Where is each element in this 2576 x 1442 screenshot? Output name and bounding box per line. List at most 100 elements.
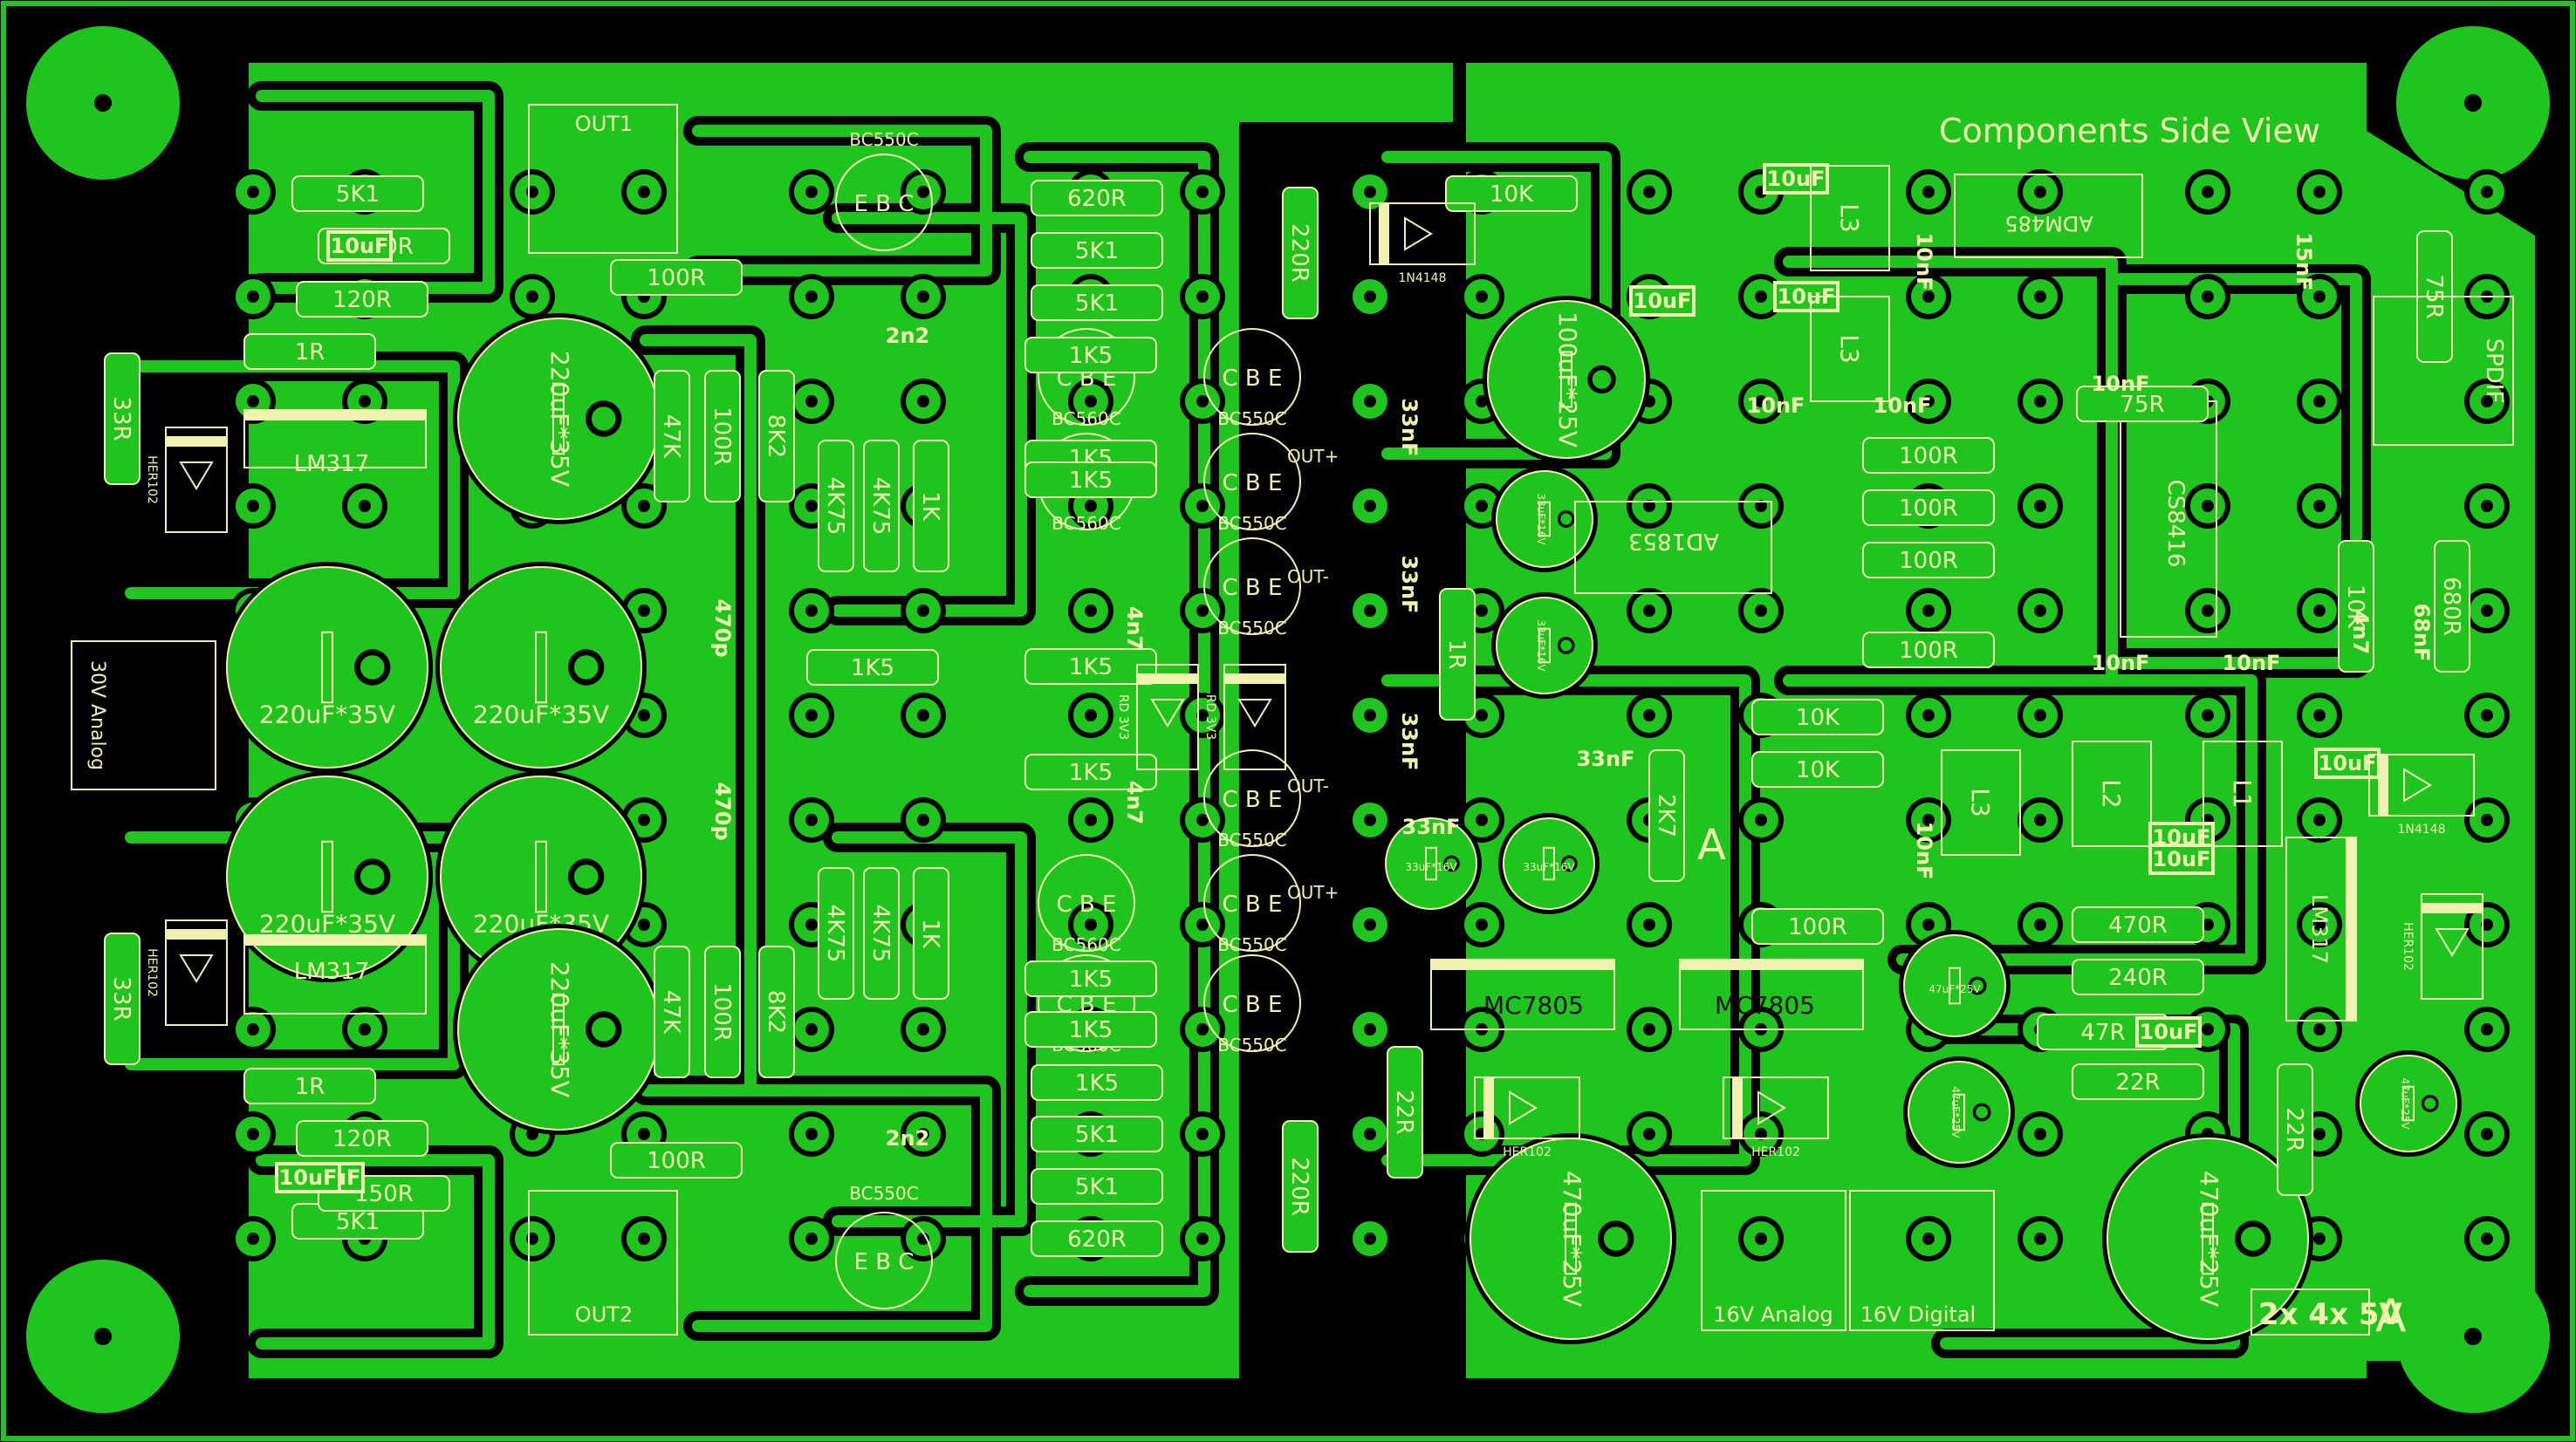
small-capacitor: 10nF (1912, 233, 1936, 291)
capacitor-value: 220uF*35V (545, 961, 574, 1097)
small-capacitor: 33nF (1397, 713, 1422, 771)
capacitor-value: 220uF*35V (259, 700, 395, 728)
capacitor-value: 10uF (1634, 289, 1692, 313)
transistor-label: BC550C (849, 129, 918, 150)
ic-label: LM317 (2307, 894, 2332, 964)
small-capacitor: 10uF (275, 1162, 341, 1193)
sizing-note-box: 2x 4x 5V (2251, 1288, 2403, 1336)
resistor-value: 100R (647, 1148, 706, 1174)
resistor: 220R (1282, 1120, 1319, 1253)
transistor-pins: C B E (1057, 892, 1117, 918)
resistor: 4K75 (863, 440, 900, 572)
resistor: 33R (104, 352, 140, 485)
resistor: 5K1 (1031, 284, 1163, 321)
capacitor-value: 10uF (2140, 1020, 2198, 1044)
connector-label: 16V Analog (1713, 1302, 1833, 1327)
resistor: 47K (654, 370, 690, 502)
resistor-value: 22R (1391, 1090, 1417, 1134)
resistor-value: 1K5 (1069, 468, 1113, 494)
small-capacitor: 33nF (1577, 747, 1635, 771)
small-capacitor: 10uF (1763, 163, 1829, 195)
capacitor-value: 33nF (1397, 399, 1422, 457)
resistor: 1R (243, 333, 376, 370)
capacitor-value: 470uF*25V (2195, 1171, 2223, 1307)
small-capacitor: 33nF (1397, 399, 1422, 457)
resistor: 5K1 (291, 1203, 424, 1240)
capacitor-value: 33uF*16V (1535, 619, 1547, 672)
resistor: 5K1 (1031, 1168, 1163, 1205)
capacitor-value: 470uF*25V (1558, 1171, 1586, 1307)
small-capacitor: 33nF (1397, 556, 1422, 614)
connector-30v-analog: 30V Analog (71, 640, 216, 790)
electrolytic-capacitor: 47uF*25V (1899, 930, 2011, 1042)
resistor-value: 47K (658, 414, 684, 459)
resistor: 1K (913, 867, 949, 1000)
resistor: 10K (1751, 751, 1884, 788)
connector-out2: OUT2 (528, 1190, 678, 1336)
inductor-label: L3 (1835, 203, 1864, 232)
resistor-value: 22R (2281, 1107, 2307, 1152)
resistor: 4K75 (863, 867, 900, 1000)
resistor-value: 100R (709, 982, 735, 1042)
resistor: 5K1 (291, 175, 424, 212)
electrolytic-capacitor: 47uF*25V (1903, 1056, 2015, 1168)
capacitor-value: 10nF (1747, 393, 1805, 418)
diode: HER102 (1474, 1076, 1580, 1159)
resistor-value: 4K75 (867, 477, 894, 536)
resistor: 10K (1751, 699, 1884, 735)
capacitor-value: 10nF (1912, 822, 1936, 880)
ic-mc7805-a: MC7805 (1430, 959, 1615, 1030)
resistor: 100R (1862, 542, 1995, 578)
board-title: Components Side View (1939, 112, 2320, 150)
resistor-value: 1K5 (1075, 1070, 1119, 1097)
resistor-value: 47R (2080, 1020, 2125, 1046)
diode-label: HER102 (145, 948, 159, 997)
resistor: 22R (1387, 1046, 1423, 1179)
transistor-label: BC550C (1217, 934, 1286, 955)
resistor-value: 47K (658, 990, 684, 1035)
resistor: 1R (243, 1068, 376, 1104)
small-capacitor: 4n7 (1122, 606, 1147, 650)
inductor-label: L2 (2097, 779, 2126, 808)
sizing-note: 2x 4x 5V (2258, 1297, 2403, 1332)
inductor: L2 (2072, 741, 2152, 847)
capacitor-value: 10uF (2319, 751, 2377, 776)
diode: HER102 (145, 919, 228, 1026)
capacitor-value: 68nF (2409, 604, 2434, 662)
diode: 1N4148 (2368, 754, 2475, 837)
capacitor-value: 2n2 (886, 324, 929, 348)
electrolytic-capacitor: 470uF*25V (1465, 1133, 1676, 1344)
capacitor-value: 33nF (1397, 556, 1422, 614)
small-capacitor: 10nF (2223, 651, 2281, 675)
capacitor-value: 4n7 (1122, 781, 1147, 824)
capacitor-value: 220uF*35V (473, 700, 609, 728)
resistor: 1K5 (1024, 648, 1157, 685)
resistor-value: 100R (1899, 548, 1958, 574)
resistor-value: 220R (1286, 1157, 1312, 1216)
ic-label: LM317 (294, 959, 370, 985)
resistor-value: 1K5 (1069, 967, 1113, 993)
capacitor-value: 33nF (1577, 747, 1635, 771)
connector-label: OUT2 (575, 1302, 633, 1327)
ic-adm485: ADM485 (1954, 174, 2143, 258)
small-capacitor: 2n2 (886, 324, 929, 348)
electrolytic-capacitor: 100uF*25V (1483, 296, 1650, 463)
electrolytic-capacitor: 33uF*16V (1498, 813, 1600, 914)
resistor: 1K5 (1024, 754, 1157, 790)
marker-a-center: A (1697, 821, 1726, 870)
electrolytic-capacitor: 33uF*16V (1380, 813, 1482, 914)
inductor-label: L3 (1835, 334, 1864, 363)
inductor-label: L3 (1966, 788, 1995, 817)
small-capacitor: 10nF (2092, 372, 2150, 396)
resistor: 220R (1282, 187, 1319, 319)
small-capacitor: 10uF (1629, 285, 1696, 317)
resistor-value: 100R (709, 407, 735, 466)
small-capacitor: 10uF (326, 230, 393, 262)
small-capacitor: 10nF (2092, 651, 2150, 675)
